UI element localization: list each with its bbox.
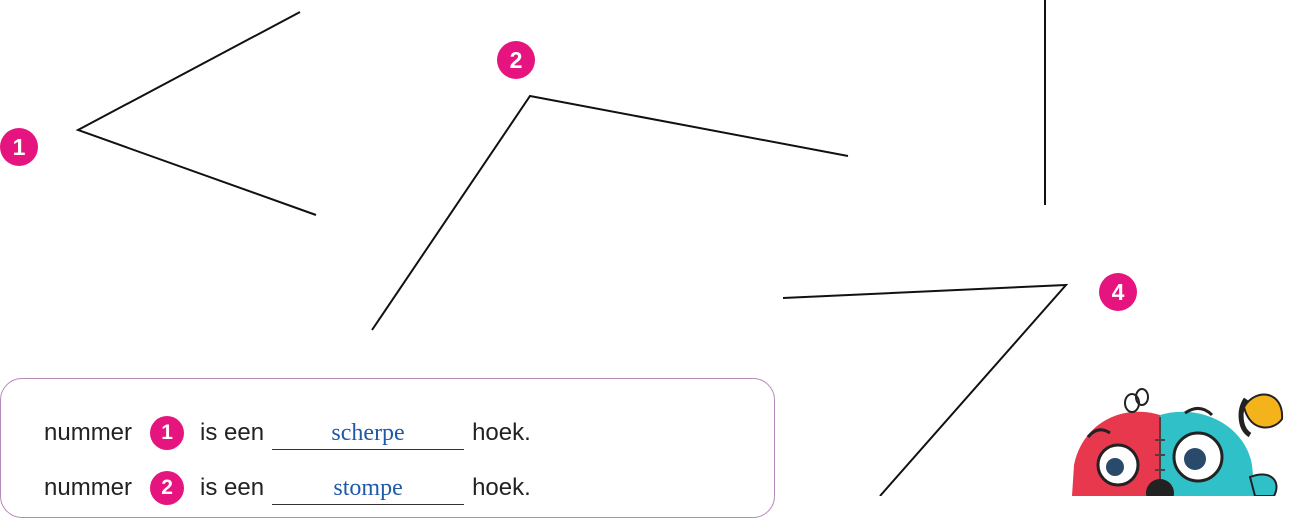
angle-number-badge: 1 — [0, 128, 38, 166]
answer-blank[interactable]: scherpe — [272, 417, 465, 450]
sentence-row: nummer 2 is een stompe hoek. — [44, 468, 531, 508]
sentence-row: nummer 1 is een scherpe hoek. — [44, 413, 531, 453]
angle-number-badge: 2 — [497, 41, 535, 79]
sentence-prefix: nummer — [44, 474, 133, 501]
angle-1 — [75, 11, 317, 216]
angle-2 — [371, 94, 849, 331]
angle-drawings — [75, 0, 1069, 496]
angle-4 — [782, 283, 1069, 496]
sentence-middle: is een — [200, 474, 265, 501]
answer-text: stompe — [333, 474, 403, 501]
angle-number-badge: 4 — [1099, 273, 1137, 311]
number-badge: 1 — [150, 416, 185, 450]
sentence-middle: is een — [200, 419, 265, 446]
sentence-suffix: hoek. — [472, 474, 531, 501]
mascot-icon — [1072, 388, 1284, 496]
answer-box — [0, 378, 775, 518]
answer-blank[interactable]: stompe — [272, 472, 465, 505]
sentence-prefix: nummer — [44, 419, 133, 446]
answer-text: scherpe — [331, 419, 405, 446]
number-badge: 2 — [150, 471, 185, 505]
sentence-suffix: hoek. — [472, 419, 531, 446]
